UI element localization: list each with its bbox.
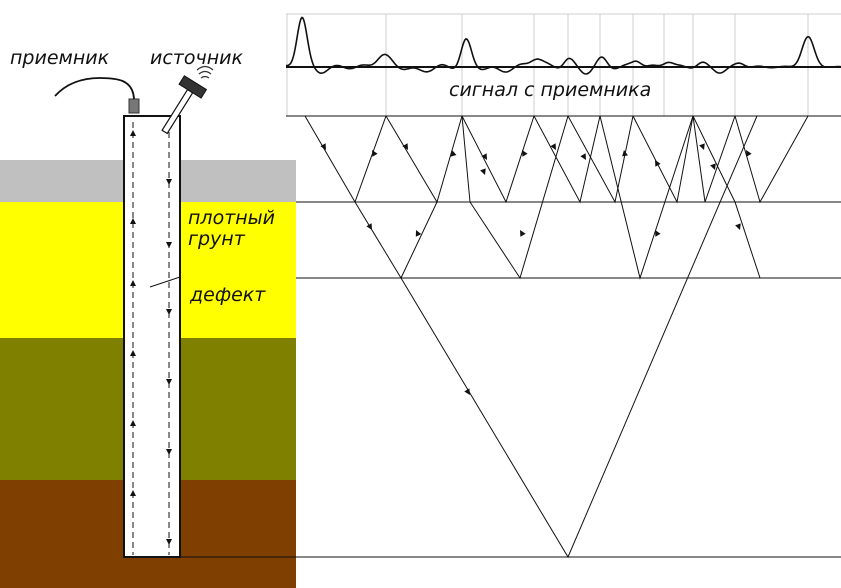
arrow-up-icon: [130, 130, 136, 136]
defect-crack: [149, 276, 181, 288]
arrow-up-icon: [130, 420, 136, 426]
ray-arrow-icon: [372, 150, 378, 157]
reflection-ray-path: [692, 115, 761, 279]
ray-arrow-icon: [710, 163, 716, 170]
reflection-ray-arrows: [320, 143, 752, 395]
ray-arrow-icon: [481, 153, 487, 160]
receiver-label: приемник: [10, 47, 110, 69]
ray-arrow-icon: [415, 230, 422, 237]
reflection-ray-path: [304, 115, 758, 559]
arrow-down-icon: [166, 539, 172, 545]
arrow-up-icon: [130, 218, 136, 224]
ray-arrow-icon: [320, 143, 326, 150]
arrow-down-icon: [166, 242, 172, 248]
reflection-ray-path: [461, 115, 569, 280]
ray-arrow-icon: [655, 160, 661, 167]
signal-label: сигнал с приемника: [449, 79, 651, 101]
signal-grid: [286, 13, 841, 116]
ray-arrow-icon: [522, 150, 528, 157]
signal-trace: [285, 16, 841, 75]
sound-wave-icon: [196, 65, 214, 79]
ray-arrow-icon: [622, 150, 628, 157]
reflection-ray-path: [567, 115, 634, 204]
arrow-down-icon: [166, 379, 172, 385]
ray-arrow-icon: [480, 168, 486, 175]
reflection-ray-path: [632, 115, 694, 204]
source-label: источник: [150, 47, 243, 69]
receiver-cable-icon: [54, 77, 135, 100]
ray-arrow-icon: [735, 223, 741, 230]
arrow-up-icon: [130, 490, 136, 496]
reflection-ray-path: [599, 115, 694, 280]
ray-arrow-icon: [699, 143, 705, 150]
arrow-up-icon: [130, 350, 136, 356]
reflection-ray-path: [533, 115, 601, 204]
reflection-rays: [304, 115, 809, 559]
ray-arrow-icon: [464, 388, 470, 395]
dense-soil-label-2: грунт: [188, 228, 246, 250]
reflection-ray-path: [692, 115, 736, 203]
ray-arrow-icon: [580, 153, 586, 160]
ray-arrow-icon: [402, 143, 408, 150]
receiver-sensor: [128, 98, 140, 114]
reflection-ray-path: [385, 115, 463, 204]
ray-arrow-icon: [450, 150, 457, 157]
ray-arrow-icon: [520, 230, 526, 237]
reflection-ray-path: [461, 115, 535, 204]
reflection-ray-path: [354, 115, 387, 203]
ray-arrow-icon: [746, 150, 752, 157]
reflection-ray-path: [734, 115, 809, 204]
ray-arrow-icon: [655, 230, 661, 237]
arrow-down-icon: [166, 179, 172, 185]
arrow-up-icon: [130, 280, 136, 286]
ray-arrow-icon: [366, 223, 372, 230]
reflection-ray-path: [400, 201, 438, 279]
arrow-down-icon: [166, 449, 172, 455]
pile-arrows: [130, 130, 172, 545]
pile: [123, 115, 181, 558]
ray-arrow-icon: [550, 143, 556, 150]
defect-label: дефект: [189, 284, 266, 306]
hammer-icon: [161, 75, 208, 135]
dense-soil-label-1: плотный: [188, 207, 275, 229]
arrow-down-icon: [166, 309, 172, 315]
